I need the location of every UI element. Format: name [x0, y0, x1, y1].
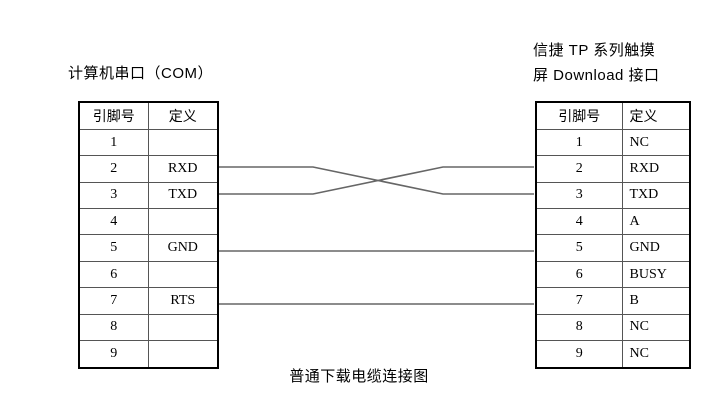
- right-pin-number: 7: [537, 287, 623, 315]
- wire-txd-to-rxd: [219, 166, 534, 195]
- table-row: 2 RXD: [537, 155, 689, 183]
- right-pin-number: 4: [537, 208, 623, 236]
- table-row: 6: [80, 260, 217, 289]
- table-row: 3 TXD: [80, 181, 217, 210]
- table-row: 1: [80, 128, 217, 157]
- right-pin-table: 引脚号 定义 1 NC 2 RXD 3 TXD 4 A 5 GND: [535, 101, 691, 369]
- left-pin-definition: RXD: [147, 155, 217, 183]
- left-pin-table: 引脚号 定义 1 2 RXD 3 TXD 4 5 GND: [78, 101, 219, 369]
- right-connector-title: 信捷 TP 系列触摸 屏 Download 接口: [533, 38, 660, 88]
- right-pin-number: 1: [537, 128, 623, 157]
- right-pin-definition: BUSY: [621, 260, 689, 289]
- table-header-row: 引脚号 定义: [80, 103, 217, 130]
- right-pin-definition: GND: [621, 234, 689, 262]
- left-pin-definition: RTS: [147, 287, 217, 315]
- right-pin-number: 8: [537, 313, 623, 342]
- left-pin-number: 3: [80, 181, 149, 210]
- table-row: 7 B: [537, 287, 689, 315]
- table-row: 9: [80, 340, 217, 367]
- table-row: 2 RXD: [80, 155, 217, 183]
- left-pin-number: 8: [80, 313, 149, 342]
- header-pin-number: 引脚号: [80, 103, 149, 130]
- left-pin-number: 2: [80, 155, 149, 183]
- left-pin-definition: GND: [147, 234, 217, 262]
- right-pin-number: 2: [537, 155, 623, 183]
- diagram-caption: 普通下载电缆连接图: [289, 368, 429, 385]
- left-pin-definition: [147, 260, 217, 289]
- table-row: 9 NC: [537, 340, 689, 367]
- left-connector-title: 计算机串口（COM）: [68, 65, 213, 82]
- table-row: 4: [80, 208, 217, 236]
- right-pin-definition: B: [621, 287, 689, 315]
- header-definition: 定义: [621, 103, 689, 130]
- left-pin-number: 5: [80, 234, 149, 262]
- right-pin-definition: RXD: [621, 155, 689, 183]
- right-pin-number: 5: [537, 234, 623, 262]
- table-row: 8: [80, 313, 217, 342]
- left-pin-number: 1: [80, 128, 149, 157]
- header-definition: 定义: [147, 103, 217, 130]
- table-header-row: 引脚号 定义: [537, 103, 689, 130]
- wire-rxd-to-txd: [219, 166, 534, 195]
- header-pin-number: 引脚号: [537, 103, 623, 130]
- right-pin-definition: NC: [621, 340, 689, 367]
- left-pin-number: 9: [80, 340, 149, 367]
- table-row: 8 NC: [537, 313, 689, 342]
- right-connector-title-line1: 信捷 TP 系列触摸: [533, 42, 656, 59]
- right-pin-definition: NC: [621, 128, 689, 157]
- table-row: 5 GND: [537, 234, 689, 262]
- table-row: 6 BUSY: [537, 260, 689, 289]
- left-pin-number: 6: [80, 260, 149, 289]
- right-pin-number: 6: [537, 260, 623, 289]
- left-pin-definition: [147, 128, 217, 157]
- left-pin-number: 4: [80, 208, 149, 236]
- left-pin-definition: [147, 208, 217, 236]
- table-row: 7 RTS: [80, 287, 217, 315]
- right-pin-definition: A: [621, 208, 689, 236]
- right-pin-number: 3: [537, 181, 623, 210]
- right-pin-definition: TXD: [621, 181, 689, 210]
- right-connector-title-line2: 屏 Download 接口: [533, 67, 660, 84]
- right-pin-number: 9: [537, 340, 623, 367]
- left-pin-definition: TXD: [147, 181, 217, 210]
- table-row: 1 NC: [537, 128, 689, 157]
- left-pin-definition: [147, 340, 217, 367]
- table-row: 4 A: [537, 208, 689, 236]
- left-pin-number: 7: [80, 287, 149, 315]
- right-pin-definition: NC: [621, 313, 689, 342]
- table-row: 3 TXD: [537, 181, 689, 210]
- left-pin-definition: [147, 313, 217, 342]
- table-row: 5 GND: [80, 234, 217, 262]
